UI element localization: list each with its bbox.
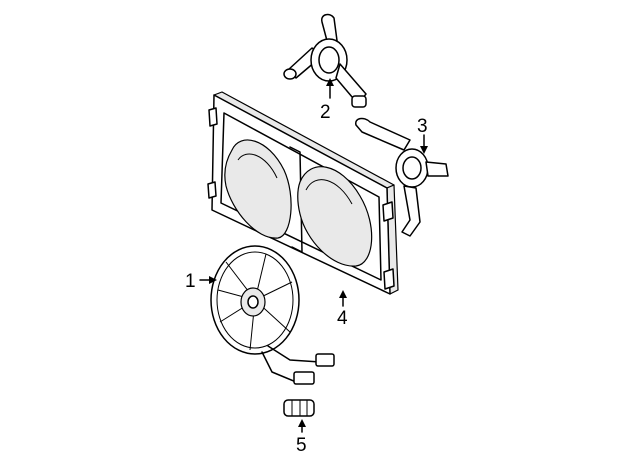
side-mount-bracket[interactable]	[355, 117, 449, 237]
callout-2: 2	[320, 102, 331, 123]
upper-mount-bracket[interactable]	[283, 13, 367, 108]
callout-4: 4	[337, 308, 348, 329]
fan-motor-assembly[interactable]	[210, 245, 335, 385]
temperature-switch[interactable]	[283, 399, 315, 417]
callout-3: 3	[417, 116, 428, 137]
callout-1: 1	[185, 271, 196, 292]
leader-lines	[199, 78, 428, 433]
fan-shroud[interactable]	[207, 91, 399, 295]
callout-5: 5	[296, 435, 307, 456]
